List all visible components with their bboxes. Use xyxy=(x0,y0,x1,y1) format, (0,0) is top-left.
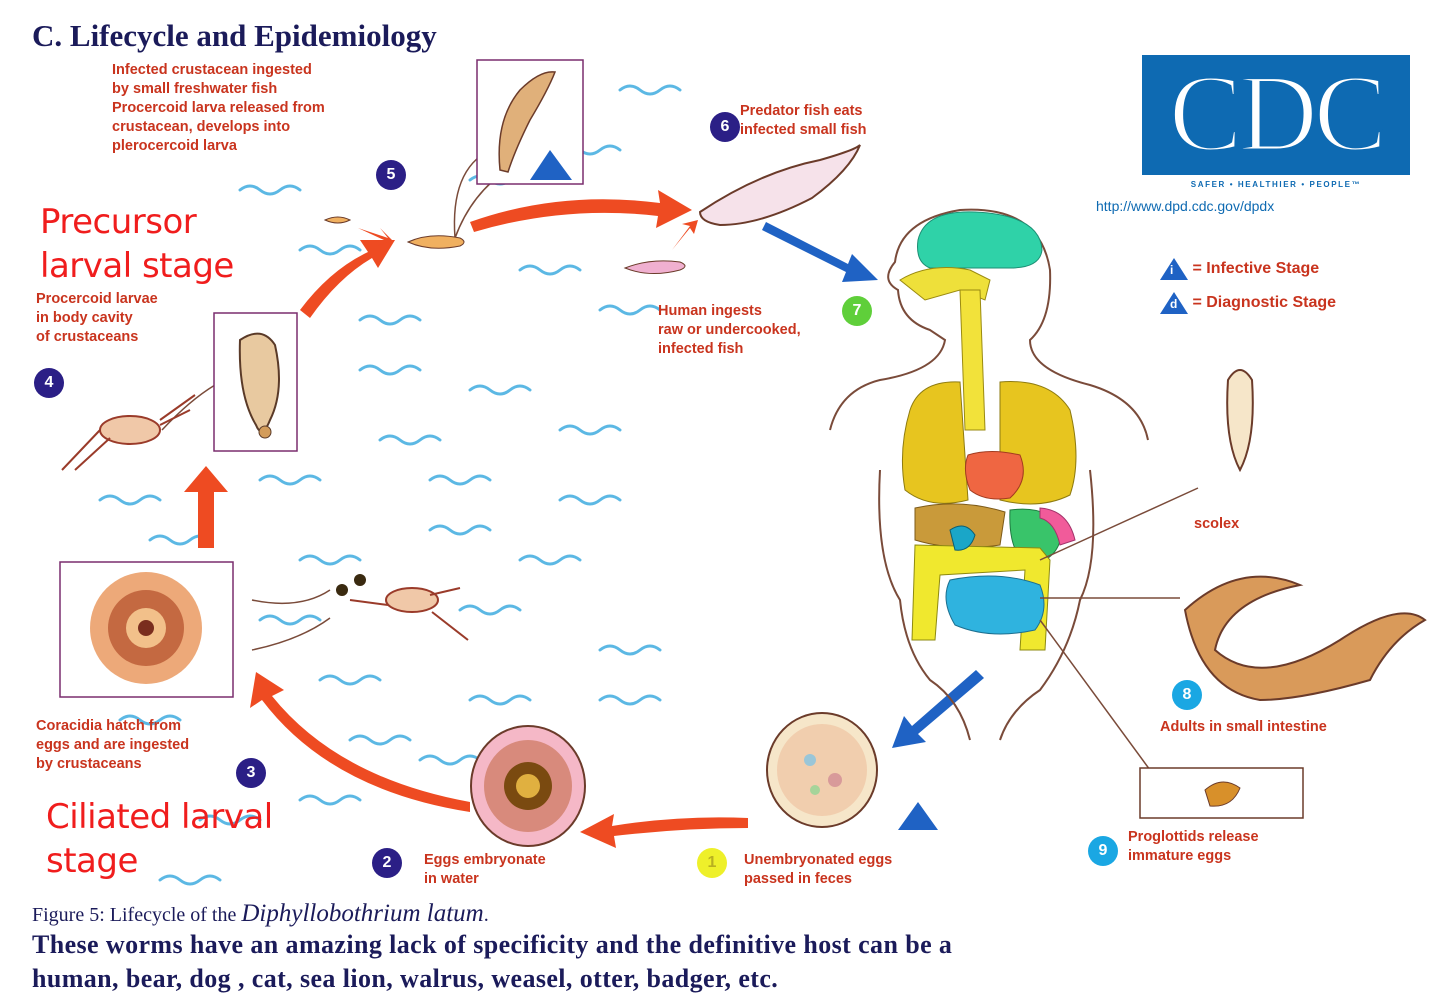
stage-2-number: 2 xyxy=(372,848,402,878)
wave-mark xyxy=(428,524,492,536)
wave-mark xyxy=(468,694,532,706)
wave-mark xyxy=(598,644,662,656)
arrow-1-to-2 xyxy=(580,814,748,848)
wave-mark xyxy=(378,434,442,446)
wave-mark xyxy=(358,314,422,326)
wave-mark xyxy=(358,364,422,376)
human-figure xyxy=(829,208,1149,741)
wave-mark xyxy=(458,604,522,616)
adult-tapeworm xyxy=(1183,575,1427,702)
stage-9-label: Proglottids release immature eggs xyxy=(1128,829,1259,864)
cycle-arrows xyxy=(184,190,748,848)
scolex xyxy=(1226,369,1254,473)
wave-mark xyxy=(298,794,362,806)
small-intestine xyxy=(945,575,1045,635)
frame-procercoid-fish xyxy=(476,59,584,185)
stage-4-number: 4 xyxy=(34,368,64,398)
stage-triangles xyxy=(530,150,938,830)
pancreas xyxy=(1039,507,1076,546)
crustaceans xyxy=(61,394,469,641)
procercoid-larva xyxy=(238,332,280,433)
page-title: C. Lifecycle and Epidemiology xyxy=(32,18,437,53)
stage-5-number: 5 xyxy=(376,160,406,190)
wave-mark xyxy=(298,244,362,256)
stage-4-label: Procercoid larvae in body cavity of crus… xyxy=(36,291,158,345)
cdc-logo-box xyxy=(1142,55,1410,175)
organs xyxy=(899,211,1077,651)
wave-mark xyxy=(258,474,322,486)
wave-mark xyxy=(518,554,582,566)
scolex-label: scolex xyxy=(1194,516,1240,532)
wave-mark xyxy=(348,734,412,746)
arrow-2-to-3 xyxy=(250,672,470,812)
wave-mark xyxy=(558,424,622,436)
wave-mark xyxy=(198,814,262,826)
body-text-line-1: These worms have an amazing lack of spec… xyxy=(32,930,953,959)
coracidium xyxy=(90,572,202,684)
wave-mark xyxy=(558,494,622,506)
unembryonated-egg xyxy=(766,712,878,828)
stage-9-number: 9 xyxy=(1088,836,1118,866)
stage-5-label: Infected crustacean ingested by small fr… xyxy=(112,62,325,154)
stage-2-label: Eggs embryonate in water xyxy=(424,852,546,887)
wave-mark xyxy=(298,554,362,566)
stage-6-number: 6 xyxy=(710,112,740,142)
water-waves xyxy=(98,84,682,886)
predator-fish xyxy=(698,144,861,227)
wave-mark xyxy=(428,474,492,486)
arrow-5-to-6 xyxy=(470,190,692,232)
infective-triangle-icon: i xyxy=(1160,258,1188,280)
small-fish xyxy=(323,216,686,274)
embryonated-egg xyxy=(470,725,586,847)
cdc-logo: CDC xyxy=(1167,51,1388,176)
plerocercoid-larva xyxy=(498,71,557,173)
stage-1-label: Unembryonated eggs passed in feces xyxy=(744,852,893,887)
stage-8-label: Adults in small intestine xyxy=(1160,719,1327,735)
small-red-arrows xyxy=(358,220,698,250)
proglottid xyxy=(1204,781,1241,807)
brain xyxy=(917,211,1043,269)
wave-mark xyxy=(238,184,302,196)
stage-8-number: 8 xyxy=(1172,680,1202,710)
arrow-4-to-5 xyxy=(300,240,395,318)
gallbladder xyxy=(949,525,976,551)
lung-left xyxy=(901,381,969,504)
stage-7-number: 7 xyxy=(842,296,872,326)
diagnostic-triangle-icon: d xyxy=(1160,292,1188,314)
wave-mark xyxy=(598,694,662,706)
legend-infective: i = Infective Stage xyxy=(1160,258,1319,280)
arrow-3-to-4 xyxy=(184,466,228,548)
wave-mark xyxy=(618,84,682,96)
cdc-tagline: SAFER • HEALTHIER • PEOPLE™ xyxy=(1190,180,1362,189)
heart xyxy=(964,451,1024,500)
ciliated-larval-stage-annotation: Ciliated larval stage xyxy=(46,797,273,881)
stage-1-number: 1 xyxy=(697,848,727,878)
wave-mark xyxy=(518,264,582,276)
stage-7-label: Human ingests raw or undercooked, infect… xyxy=(658,303,801,357)
blue-arrows xyxy=(762,222,984,748)
esophagus xyxy=(959,289,986,431)
stage-6-label: Predator fish eats infected small fish xyxy=(740,103,867,138)
wave-mark xyxy=(158,874,222,886)
wave-mark xyxy=(258,614,322,626)
wave-mark xyxy=(598,304,662,316)
stage-3-number: 3 xyxy=(236,758,266,788)
wave-mark xyxy=(118,714,182,726)
wave-mark xyxy=(468,384,532,396)
cdc-url[interactable]: http://www.dpd.cdc.gov/dpdx xyxy=(1096,198,1275,214)
wave-mark xyxy=(98,494,162,506)
body-text-line-2: human, bear, dog , cat, sea lion, walrus… xyxy=(32,964,779,993)
wave-mark xyxy=(418,754,482,766)
stage-3-label: Coracidia hatch from eggs and are ingest… xyxy=(36,718,190,772)
wave-mark xyxy=(318,674,382,686)
legend-diagnostic: d = Diagnostic Stage xyxy=(1160,292,1336,314)
precursor-larval-stage-annotation: Precursor larval stage xyxy=(40,202,234,286)
figure-caption: Figure 5: Lifecycle of the Diphyllobothr… xyxy=(32,900,489,927)
